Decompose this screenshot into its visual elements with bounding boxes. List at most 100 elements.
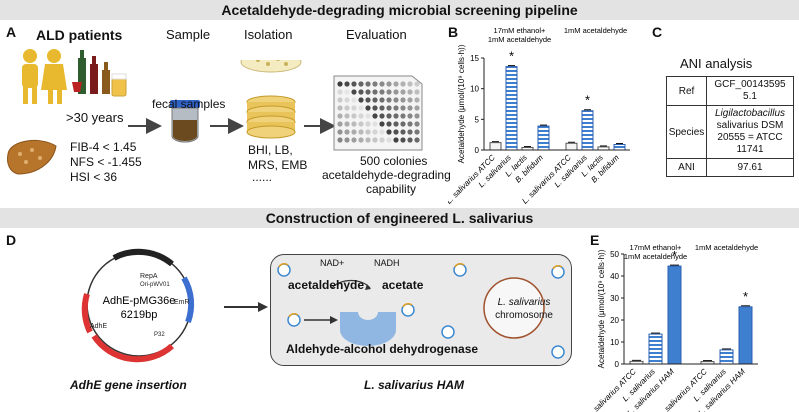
y-tick-label: 30: [610, 294, 619, 303]
group-label: 1mM acetaldehyde: [624, 252, 687, 261]
media-line-2: MRS, EMB: [248, 158, 308, 172]
bar: [537, 125, 550, 151]
group-label: 1mM acetaldehyde: [488, 35, 551, 44]
pipeline-banner: Acetaldehyde-degrading microbial screeni…: [0, 0, 799, 20]
ani-key-species: Species: [666, 105, 707, 159]
panel-d-letter: D: [6, 232, 17, 248]
y-tick-label: 5: [475, 115, 480, 124]
panel-b-letter: B: [448, 24, 459, 40]
y-tick-label: 40: [610, 272, 619, 281]
group-label: 1mM acetaldehyde: [564, 26, 627, 35]
construction-banner: Construction of engineered L. salivarius: [0, 208, 799, 228]
y-tick-label: 0: [615, 360, 620, 369]
evaluation-line-3: capability: [366, 182, 417, 196]
petri-dish-stack-icon: [240, 60, 302, 139]
y-tick-label: 15: [470, 54, 479, 63]
ani-ref-line-1: GCF_00143595: [714, 79, 786, 90]
evaluation-line-1: 500 colonies: [360, 154, 428, 168]
repa-segment: [112, 248, 174, 267]
emr-segment: [181, 276, 195, 324]
well-plate-icon: [333, 75, 423, 151]
panel-c-letter: C: [652, 24, 663, 40]
product-acetate: acetate: [382, 278, 424, 292]
bar: [565, 142, 578, 151]
chromosome-label-2: chromosome: [495, 310, 553, 321]
ani-value: 97.61: [706, 158, 794, 177]
panel-a-graphics: [128, 60, 423, 151]
arrow-to-cell: [224, 302, 268, 312]
feature-ori: Ori-pWV01: [140, 282, 170, 288]
bar: [719, 349, 734, 365]
alcohol-bottles-icon: [72, 50, 127, 97]
person-icon: [22, 49, 67, 104]
ani-row-ref: Ref GCF_00143595 5.1: [666, 76, 794, 106]
step-evaluation-header: Evaluation: [346, 27, 407, 42]
enzyme-label: Aldehyde-alcohol dehydrogenase: [286, 342, 479, 356]
y-tick-label: 10: [610, 338, 619, 347]
ani-key-ani: ANI: [666, 158, 707, 177]
plasmid-copy-icon: [277, 263, 565, 359]
fib4-criterion: FIB-4 < 1.45: [70, 140, 137, 154]
feature-p32: P32: [154, 332, 165, 338]
adhe-segment: [91, 334, 174, 363]
plasmid-map: RepA Ori-pWV01 EmR AdhE P32 AdhE-pMG36e …: [81, 248, 195, 363]
ani-row-species: Species Ligilactobacillus salivarius DSM…: [666, 105, 794, 159]
bar: [667, 265, 682, 365]
hsi-criterion: HSI < 36: [70, 170, 118, 184]
y-tick-label: 0: [475, 146, 480, 155]
group-label: 17mM ethanol+: [494, 26, 547, 35]
evaluation-line-2: acetaldehyde-degrading: [322, 168, 451, 182]
ani-ref-line-2: 5.1: [743, 91, 757, 102]
age-criterion: >30 years: [66, 110, 124, 125]
media-line-1: BHI, LB,: [248, 143, 293, 157]
bar: [505, 66, 518, 151]
panel-e-letter: E: [590, 232, 600, 248]
significance-mark: *: [509, 49, 514, 64]
feature-emr: EmR: [174, 299, 190, 306]
panel-e-chart: 0 10 20 30 40 50 Acetaldehyde (μmol/(10⁹ cells…: [590, 243, 758, 412]
group-label: 1mM acetaldehyde: [695, 243, 758, 252]
bar: [613, 143, 626, 151]
ani-table: Ref GCF_00143595 5.1 Species Ligilactoba…: [666, 76, 794, 177]
group-label: 17mM ethanol+: [630, 243, 683, 252]
ani-key-ref: Ref: [666, 76, 707, 106]
ald-patients-title: ALD patients: [36, 27, 123, 43]
chromosome-circle: [483, 277, 545, 339]
ani-species-line-1: Ligilactobacillus: [714, 108, 786, 119]
bar: [738, 306, 753, 365]
cell-contents: [277, 263, 565, 359]
y-axis-label: Acetaldehyde (μmol/(10⁹ cells·h)): [597, 249, 606, 368]
chromosome-label-1: L. salivarius: [497, 297, 551, 308]
bar: [648, 333, 663, 365]
y-tick-label: 10: [470, 85, 479, 94]
significance-mark: *: [585, 93, 590, 108]
fecal-sample-tube-icon: [170, 100, 200, 143]
enzyme-shape: [340, 312, 396, 346]
step-sample-header: Sample: [166, 27, 211, 42]
patients-illustration: [22, 49, 127, 104]
significance-mark: *: [672, 248, 677, 263]
y-axis-label: Acetaldehyde (μmol/(10⁹ cells·h)): [457, 44, 466, 163]
media-line-3: ......: [252, 170, 273, 184]
ani-species-line-3: 20555 = ATCC: [717, 132, 783, 143]
bar: [581, 110, 594, 151]
ani-species-line-2: salivarius DSM: [716, 120, 784, 131]
ani-row-ani: ANI 97.61: [666, 158, 794, 177]
engineered-strain-caption: L. salivarius HAM: [364, 378, 465, 392]
plasmid-size: 6219bp: [121, 309, 158, 321]
substrate-acetaldehyde: acetaldehyde: [288, 278, 365, 292]
cofactor-nad: NAD+: [320, 258, 345, 268]
liver-icon: [7, 139, 57, 175]
step-isolation-header: Isolation: [244, 27, 293, 42]
ani-title: ANI analysis: [680, 56, 753, 71]
nfs-criterion: NFS < -1.455: [70, 155, 142, 169]
plasmid-name: AdhE-pMG36e: [103, 295, 176, 307]
significance-mark: *: [743, 289, 748, 304]
feature-repa: RepA: [140, 273, 158, 280]
bar: [489, 142, 502, 151]
cofactor-nadh: NADH: [374, 258, 400, 268]
feature-adhe: AdhE: [90, 323, 107, 330]
y-tick-label: 50: [610, 250, 619, 259]
y-tick-label: 20: [610, 316, 619, 325]
